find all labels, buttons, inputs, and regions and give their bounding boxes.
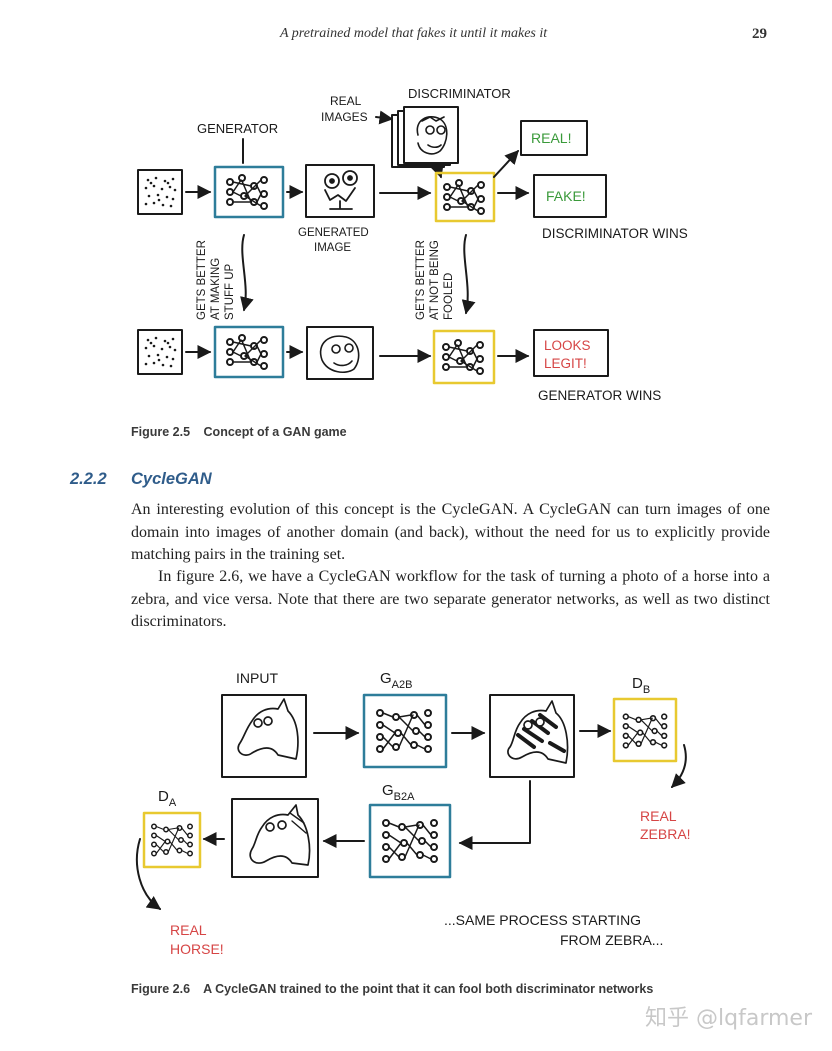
generator-a2b-network-icon (376, 709, 432, 753)
note-fooled-line-2: AT NOT BEING (429, 240, 441, 320)
face-drawing-icon (416, 116, 448, 155)
generator-network-icon-bottom (226, 334, 268, 370)
figure-2-5-caption: Figure 2.5 Concept of a GAN game (131, 425, 347, 439)
horse-output-box (231, 798, 319, 878)
discriminator-network-icon (443, 179, 485, 215)
generator-label: GENERATOR (197, 121, 278, 136)
note-making-line-2: AT MAKING (210, 258, 222, 320)
d-b-main: D (632, 675, 643, 692)
horse-output-drawing-icon (249, 804, 311, 866)
generator-network-icon (226, 174, 268, 210)
generator-wins-label: GENERATOR WINS (538, 388, 661, 403)
d-b-sub: B (643, 684, 650, 696)
generator-a2b-box (362, 693, 448, 769)
real-images-label-2: IMAGES (321, 110, 368, 124)
note-making-line-1: GETS BETTER (196, 240, 208, 320)
page-number: 29 (752, 26, 767, 42)
same-process-text-2: FROM ZEBRA... (560, 932, 663, 948)
section-title: CycleGAN (131, 470, 212, 488)
same-process-text-1: ...SAME PROCESS STARTING (444, 912, 641, 928)
real-images-label-1: REAL (330, 94, 362, 108)
input-label: INPUT (236, 670, 278, 686)
gets-better-fooled-note: GETS BETTER AT NOT BEING FOOLED (415, 240, 455, 320)
fake-verdict-text: FAKE! (546, 188, 586, 204)
real-verdict-text: REAL! (531, 130, 571, 146)
fake-face-drawing-icon (319, 335, 360, 374)
discriminator-network-icon-bottom (442, 339, 484, 375)
figure-2-6-caption-text: A CycleGAN trained to the point that it … (203, 982, 654, 996)
note-making-line-3: STUFF UP (224, 263, 236, 320)
section-heading: 2.2.2 CycleGAN (70, 470, 212, 489)
figure-2-6-caption-number: Figure 2.6 (131, 982, 191, 996)
real-horse-text-1: REAL (170, 922, 207, 938)
looks-legit-text-1: LOOKS (544, 338, 591, 353)
noise-input-box-top (137, 169, 183, 215)
fake-verdict-box (533, 174, 607, 218)
generated-image-box-top (305, 164, 375, 218)
figure-2-6-caption: Figure 2.6 A CycleGAN trained to the poi… (131, 982, 653, 996)
running-head: A pretrained model that fakes it until i… (0, 26, 832, 46)
real-verdict-box (520, 120, 588, 156)
real-zebra-text-1: REAL (640, 808, 677, 824)
body-paragraph-1: An interesting evolution of this concept… (131, 501, 770, 563)
discriminator-wins-label: DISCRIMINATOR WINS (542, 226, 688, 241)
generated-image-label-2: IMAGE (314, 242, 351, 254)
generated-face-box (306, 326, 374, 380)
d-a-label: DA (158, 788, 177, 809)
horse-drawing-icon (237, 698, 299, 760)
d-a-main: D (158, 788, 169, 805)
generator-box-bottom (213, 325, 285, 379)
looks-legit-text-2: LEGIT! (544, 356, 587, 371)
generator-b2a-network-icon (382, 819, 438, 863)
figure-2-5-gan-diagram: GENERATOR REAL IMAGES DISCRIMINATOR GENE… (137, 86, 688, 403)
gets-better-making-note: GETS BETTER AT MAKING STUFF UP (196, 240, 236, 320)
zebra-drawing-icon (507, 700, 569, 764)
g-a2b-label: GA2B (380, 670, 412, 691)
figure-2-6-cyclegan-diagram: INPUT GA2B DB REAL ZEBRA! GB2A DA REAL H… (136, 670, 691, 957)
watermark: 知乎 @lqfarmer (645, 1006, 812, 1031)
running-head-title: A pretrained model that fakes it until i… (280, 26, 548, 41)
real-horse-text-2: HORSE! (170, 941, 224, 957)
generator-box-top (213, 165, 285, 219)
d-b-label: DB (632, 675, 650, 696)
discriminator-a-box (142, 811, 202, 869)
d-a-sub: A (169, 797, 177, 809)
note-fooled-line-1: GETS BETTER (415, 240, 427, 320)
generated-image-label-1: GENERATED (298, 227, 369, 239)
discriminator-b-box (612, 697, 678, 763)
horse-input-box (221, 694, 307, 778)
gets-better-arrow-left (240, 234, 254, 312)
real-zebra-text-2: ZEBRA! (640, 826, 691, 842)
noise-dots-icon (143, 175, 178, 209)
discriminator-b-network-icon (622, 713, 668, 749)
g-b2a-main: G (382, 782, 394, 799)
gets-better-arrow-right (461, 234, 476, 315)
discriminator-a-network-icon (151, 823, 193, 857)
g-b2a-label: GB2A (382, 782, 415, 803)
looks-legit-box (533, 329, 609, 377)
note-fooled-line-3: FOOLED (443, 273, 455, 320)
figure-2-5-caption-number: Figure 2.5 (131, 425, 191, 439)
discriminator-box-top (434, 171, 496, 223)
g-b2a-sub: B2A (394, 791, 415, 803)
figure-2-5-caption-text: Concept of a GAN game (203, 425, 347, 439)
section-number: 2.2.2 (70, 470, 107, 488)
discriminator-box-bottom (432, 329, 496, 385)
generator-b2a-box (368, 803, 452, 879)
zebra-output-box (489, 694, 575, 778)
body-paragraph-2: In figure 2.6, we have a CycleGAN workfl… (131, 568, 770, 630)
robot-drawing-icon (324, 170, 358, 210)
g-a2b-main: G (380, 670, 392, 687)
discriminator-label: DISCRIMINATOR (408, 86, 511, 101)
noise-input-box-bottom (137, 329, 183, 375)
noise-dots-icon-bottom (143, 335, 178, 369)
g-a2b-sub: A2B (392, 679, 413, 691)
